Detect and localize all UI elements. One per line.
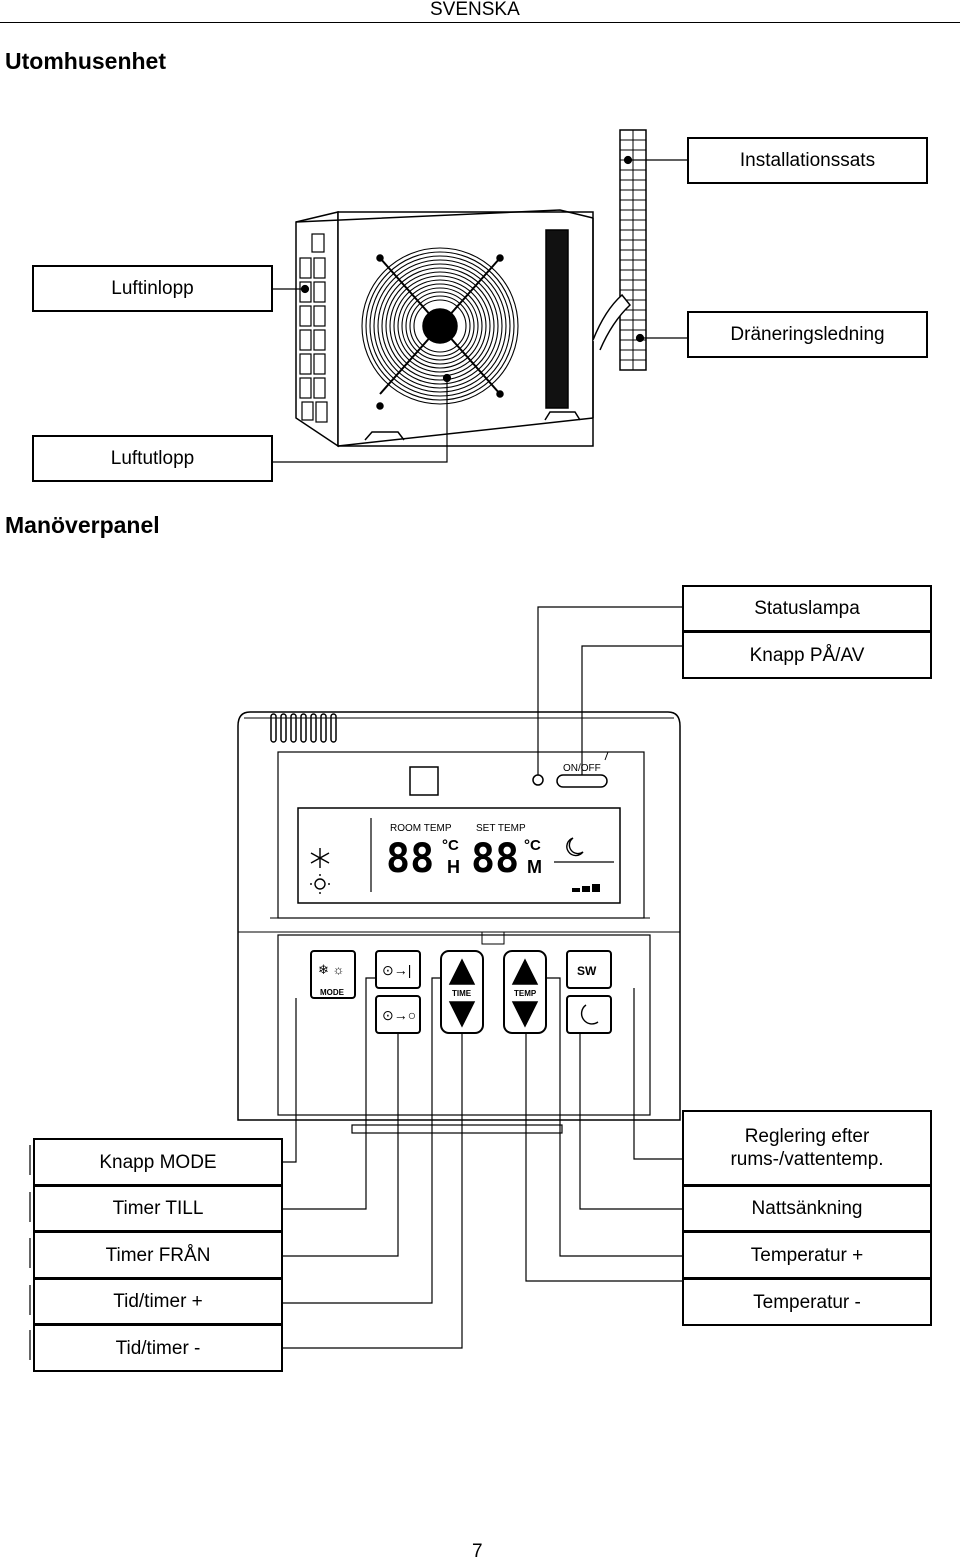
timer-off-key-icon: ⊙→○ — [382, 1007, 416, 1023]
mode-key-icons: ❄ ☼ — [318, 962, 344, 977]
control-panel-drawing — [237, 711, 681, 1134]
set-temp-text: SET TEMP — [476, 823, 526, 834]
outdoor-unit-heading: Utomhusenhet — [5, 48, 166, 74]
control-panel-heading: Manöverpanel — [5, 512, 160, 538]
label-status-lamp: Statuslampa — [682, 585, 932, 632]
lcd-digits-left: 88 — [386, 836, 434, 882]
outdoor-unit-drawing — [295, 129, 647, 448]
mode-key-text: MODE — [320, 988, 345, 997]
label-timer-off: Timer FRÅN — [33, 1231, 283, 1279]
page-header: SVENSKA — [0, 0, 960, 23]
label-air-outlet: Luftutlopp — [32, 435, 273, 482]
label-mode-button: Knapp MODE — [33, 1138, 283, 1186]
label-regulation: Reglering efter rums-/vattentemp. — [682, 1110, 932, 1186]
unit-left: °C — [442, 837, 459, 854]
label-installation-kit: Installationssats — [687, 137, 928, 184]
sw-key-text: SW — [577, 964, 597, 978]
label-drain-line: Dräneringsledning — [687, 311, 928, 358]
room-temp-text: ROOM TEMP — [390, 823, 452, 834]
page-number: 7 — [472, 1541, 483, 1562]
label-night-setback: Nattsänkning — [682, 1185, 932, 1232]
unit-right: °C — [524, 837, 541, 854]
mode-h-text: H — [447, 857, 460, 877]
language-label: SVENSKA — [430, 0, 520, 20]
label-timer-on: Timer TILL — [33, 1185, 283, 1232]
timer-on-key-icon: ⊙→| — [382, 962, 411, 978]
time-key-text: TIME — [452, 989, 472, 998]
lcd-digits-right: 88 — [471, 836, 519, 882]
device-text: ON/OFF ROOM TEMP SET TEMP 88 88 °C °C H … — [318, 763, 601, 1023]
label-temp-plus: Temperatur + — [682, 1231, 932, 1279]
label-time-plus: Tid/timer + — [33, 1278, 283, 1325]
panel-leader-lines — [29, 606, 682, 1360]
mode-m-text: M — [527, 857, 542, 877]
outdoor-leader-lines — [272, 155, 688, 463]
label-time-minus: Tid/timer - — [33, 1324, 283, 1372]
label-on-off-button: Knapp PÅ/AV — [682, 631, 932, 679]
temp-key-text: TEMP — [514, 989, 537, 998]
label-air-inlet: Luftinlopp — [32, 265, 273, 312]
label-temp-minus: Temperatur - — [682, 1278, 932, 1326]
